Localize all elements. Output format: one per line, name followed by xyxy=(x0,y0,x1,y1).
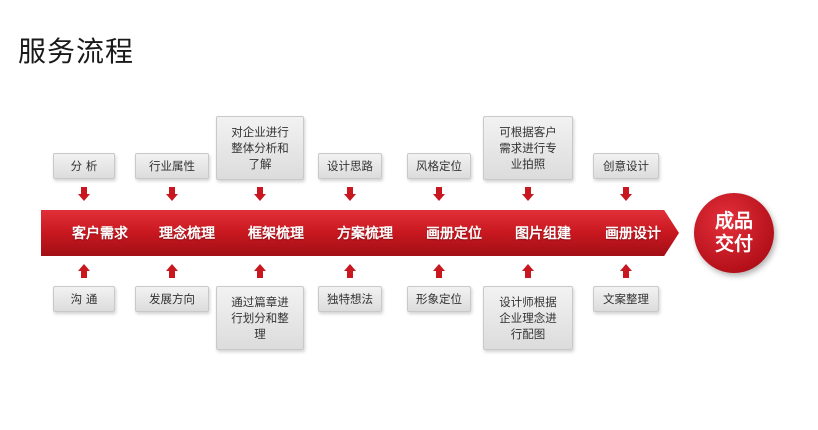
step-label: 框架梳理 xyxy=(248,226,304,242)
arrow-up-icon xyxy=(78,264,90,278)
arrow-down-icon xyxy=(166,187,178,201)
bottom-note-3: 通过篇章进 行划分和整 理 xyxy=(216,286,304,350)
page-title: 服务流程 xyxy=(18,35,135,68)
arrow-up-icon xyxy=(344,264,356,278)
step-label: 理念梳理 xyxy=(159,226,215,242)
step-1: 客户需求 xyxy=(41,210,145,256)
top-note-4: 设计思路 xyxy=(318,153,382,179)
arrow-down-icon xyxy=(254,187,266,201)
top-note-6: 可根据客户 需求进行专 业拍照 xyxy=(483,116,573,180)
step-4: 方案梳理 xyxy=(306,210,410,256)
arrow-down-icon xyxy=(620,187,632,201)
arrow-up-icon xyxy=(433,264,445,278)
step-label: 图片组建 xyxy=(515,226,571,242)
step-6: 图片组建 xyxy=(484,210,588,256)
step-2: 理念梳理 xyxy=(128,210,232,256)
arrow-up-icon xyxy=(620,264,632,278)
step-label: 客户需求 xyxy=(72,226,128,242)
step-7: 画册设计 xyxy=(573,210,679,256)
bottom-note-2: 发展方向 xyxy=(135,286,209,312)
step-3: 框架梳理 xyxy=(217,210,321,256)
bottom-note-6: 设计师根据 企业理念进 行配图 xyxy=(483,286,573,350)
top-note-3: 对企业进行 整体分析和 了解 xyxy=(216,116,304,180)
arrow-down-icon xyxy=(78,187,90,201)
bottom-note-1: 沟 通 xyxy=(53,286,115,312)
top-note-1: 分 析 xyxy=(53,153,115,179)
top-note-2: 行业属性 xyxy=(135,153,209,179)
top-note-7: 创意设计 xyxy=(593,153,659,179)
step-label: 方案梳理 xyxy=(337,226,393,242)
arrow-up-icon xyxy=(166,264,178,278)
arrow-down-icon xyxy=(344,187,356,201)
step-label: 画册设计 xyxy=(605,226,661,242)
bottom-note-7: 文案整理 xyxy=(593,286,659,312)
step-5: 画册定位 xyxy=(395,210,499,256)
step-label: 画册定位 xyxy=(426,226,482,242)
top-note-5: 风格定位 xyxy=(407,153,471,179)
bottom-note-5: 形象定位 xyxy=(407,286,471,312)
result-circle: 成品 交付 xyxy=(694,193,774,273)
arrow-up-icon xyxy=(522,264,534,278)
arrow-down-icon xyxy=(433,187,445,201)
bottom-note-4: 独特想法 xyxy=(318,286,382,312)
arrow-down-icon xyxy=(522,187,534,201)
arrow-up-icon xyxy=(254,264,266,278)
